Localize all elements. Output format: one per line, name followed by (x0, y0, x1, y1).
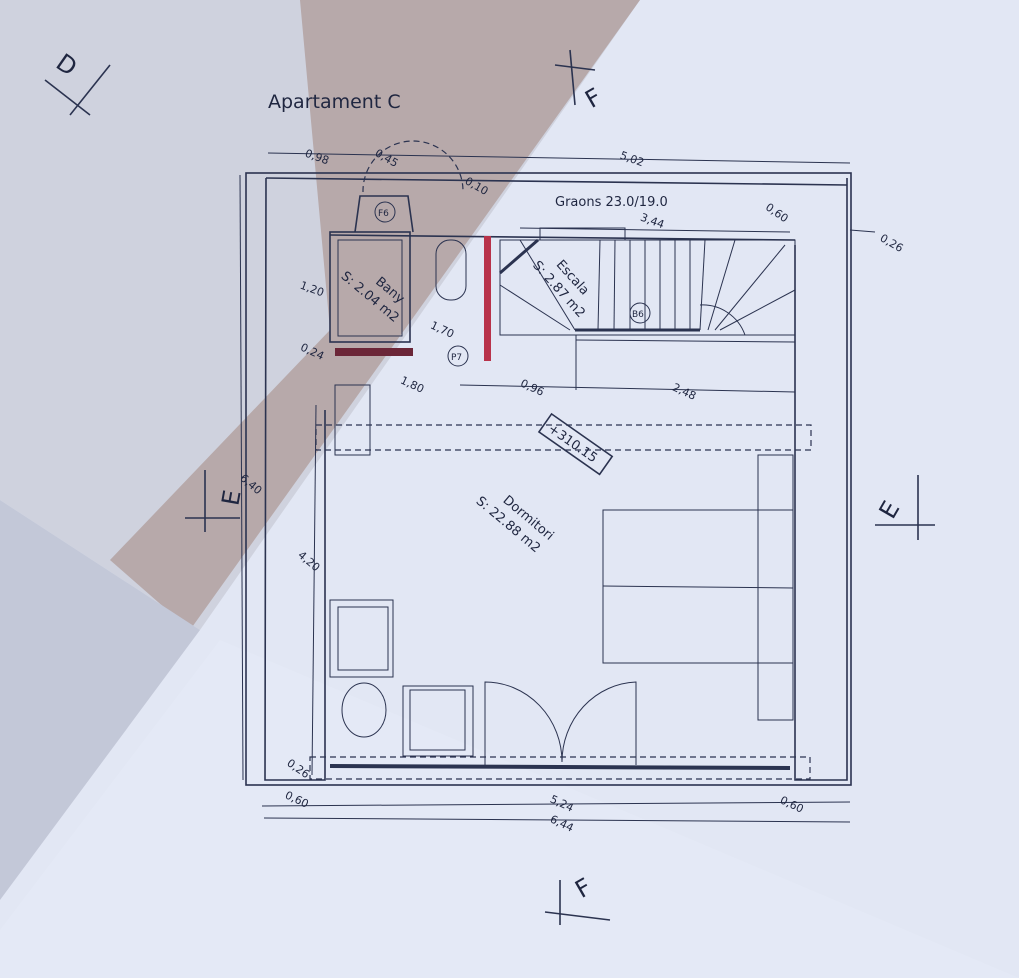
red-wall (484, 236, 491, 361)
staircase (499, 227, 796, 336)
window-bany (335, 348, 413, 356)
svg-text:P7: P7 (451, 353, 462, 363)
section-marker-e-left: E (185, 470, 247, 532)
plan-title: Apartament C (268, 91, 401, 113)
tag-f6: F6 (374, 201, 396, 223)
stairs-note: Graons 23.0/19.0 (555, 195, 668, 210)
svg-text:B6: B6 (632, 310, 644, 320)
paper-fold-lower (0, 500, 200, 900)
tag-p7: P7 (447, 345, 469, 367)
dimension-lines (239, 152, 876, 823)
bedroom-furniture (309, 424, 812, 780)
tag-b6: B6 (629, 302, 651, 324)
svg-text:F6: F6 (378, 209, 389, 219)
walls (245, 140, 852, 786)
svg-text:E: E (216, 488, 246, 508)
